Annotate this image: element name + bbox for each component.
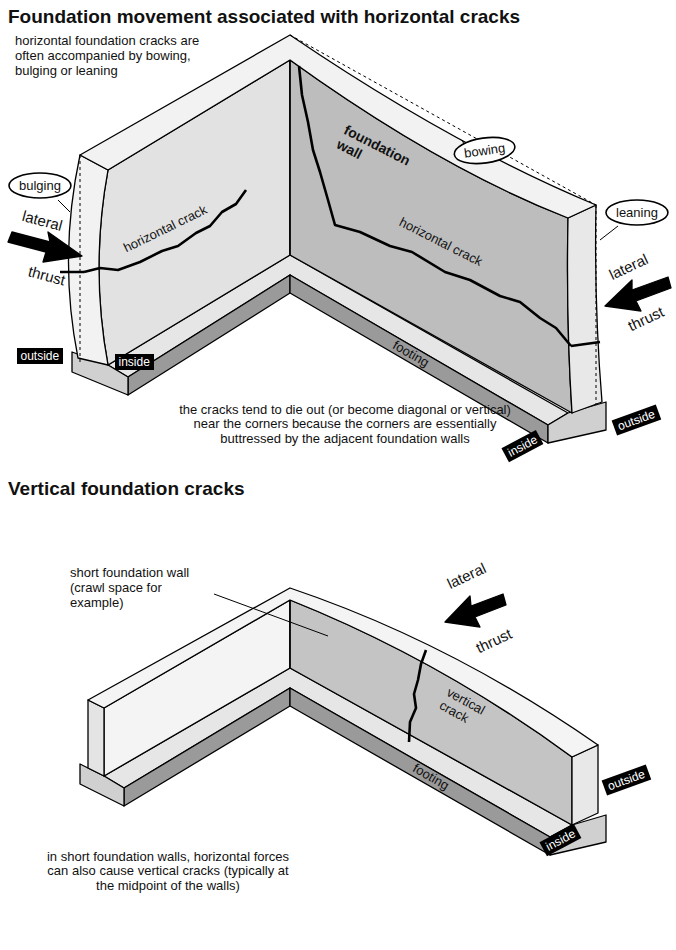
force-label: thrust (26, 262, 67, 288)
leader-line (58, 200, 70, 212)
tag-text: outside (21, 349, 60, 363)
thrust-arrow (445, 594, 506, 627)
tag-text: inside (119, 355, 150, 369)
wall-end (572, 745, 598, 825)
callout-text: leaning (616, 205, 658, 220)
crack (84, 190, 246, 272)
callout-oval: bowing (451, 132, 517, 168)
tag-text: inside (543, 826, 577, 853)
reference-line (80, 155, 81, 362)
oval-outline (606, 200, 668, 225)
oval-outline (452, 133, 516, 166)
wall-end (568, 205, 603, 413)
reference-line (596, 205, 597, 405)
side-tag: inside (115, 354, 154, 370)
side-tag: outside (611, 405, 660, 436)
force-label: thrust (625, 302, 666, 333)
crack (299, 66, 571, 346)
side-tag: inside (539, 824, 581, 857)
wall-top (88, 588, 598, 757)
footing-label: footing (389, 338, 430, 370)
crack-label: horizontal crack (396, 215, 484, 270)
leader-line (600, 226, 618, 240)
wall-end (68, 155, 108, 365)
side-tag: outside (17, 348, 64, 364)
thrust-arrow (8, 232, 82, 262)
tag-text: inside (505, 432, 539, 459)
wall-end (88, 700, 104, 776)
crack (60, 272, 600, 346)
diagram-title: Foundation movement associated with hori… (8, 6, 520, 28)
corner-edge (289, 60, 290, 255)
reference-line (290, 35, 596, 205)
callout-oval: leaning (605, 199, 669, 226)
force-label: lateral (444, 559, 488, 592)
callout-text: bulging (19, 178, 61, 193)
wall-face (290, 60, 572, 413)
tag-text: outside (605, 767, 646, 793)
force-label: thrust (473, 624, 514, 655)
note-text: the cracks tend to die out (or become di… (170, 403, 520, 448)
callout-oval: bulging (8, 172, 72, 199)
corner-edge (289, 600, 290, 668)
force-label: lateral (20, 207, 64, 234)
tag-text: outside (615, 407, 656, 433)
section-heading: Vertical foundation cracks (8, 478, 245, 500)
leader-line (214, 594, 328, 636)
note-text: horizontal foundation cracks are often a… (15, 34, 230, 79)
callout-text: short foundation wall (crawl space for e… (70, 566, 215, 611)
note-text: in short foundation walls, horizontal fo… (38, 850, 298, 895)
crack (409, 650, 426, 742)
side-tag: outside (601, 765, 650, 796)
crack-label: horizontal crack (121, 202, 209, 255)
side-tag: inside (501, 430, 543, 463)
force-label: lateral (606, 250, 650, 283)
footing-label: footing (409, 761, 450, 793)
oval-outline (9, 173, 71, 198)
wall-label: foundation wall (334, 122, 420, 187)
crack-label: vertical crack (437, 685, 504, 740)
